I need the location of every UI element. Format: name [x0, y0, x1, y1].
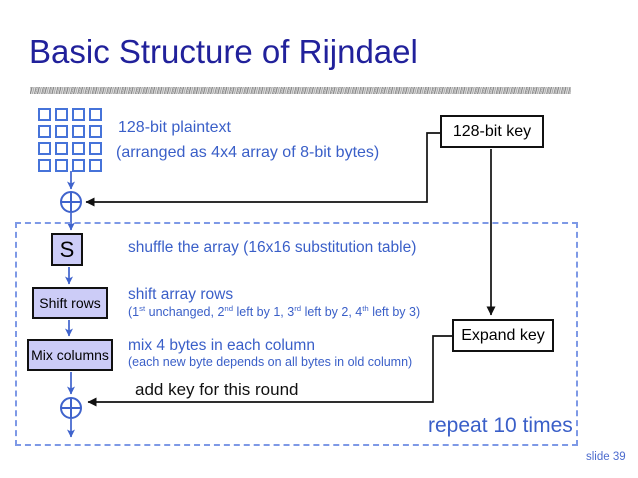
- shift-rows-detail: (1st unchanged, 2nd left by 1, 3rd left …: [128, 304, 421, 320]
- s-box: S: [51, 233, 83, 266]
- byte-cell: [89, 108, 102, 121]
- byte-cell: [55, 159, 68, 172]
- xor-icon-top: [60, 191, 82, 213]
- sbox-description: shuffle the array (16x16 substitution ta…: [128, 239, 417, 256]
- repeat-label: repeat 10 times: [428, 414, 573, 437]
- slide-number: slide 39: [586, 451, 626, 463]
- expand-key-box: Expand key: [452, 319, 554, 352]
- shift-rows-description: shift array rows: [128, 286, 234, 303]
- byte-cell: [55, 125, 68, 138]
- round-loop-region: [15, 222, 578, 446]
- byte-cell: [38, 125, 51, 138]
- mix-columns-box: Mix columns: [27, 339, 113, 371]
- byte-cell: [38, 142, 51, 155]
- byte-cell: [89, 125, 102, 138]
- byte-cell: [72, 142, 85, 155]
- shift-rows-box: Shift rows: [32, 287, 108, 319]
- plaintext-byte-grid-icon: [38, 108, 102, 172]
- arrow-key-to-xor: [85, 132, 440, 207]
- key-box: 128-bit key: [440, 115, 544, 148]
- byte-cell: [89, 142, 102, 155]
- byte-cell: [72, 108, 85, 121]
- byte-cell: [89, 159, 102, 172]
- mix-columns-detail: (each new byte depends on all bytes in o…: [128, 355, 413, 369]
- byte-cell: [72, 159, 85, 172]
- page-title: Basic Structure of Rijndael: [29, 33, 418, 70]
- byte-cell: [55, 108, 68, 121]
- byte-cell: [55, 142, 68, 155]
- arrow-expandkey-to-xor: [87, 335, 452, 407]
- mix-columns-description: mix 4 bytes in each column: [128, 337, 315, 354]
- byte-cell: [72, 125, 85, 138]
- decorative-divider: [30, 87, 571, 94]
- add-key-label: add key for this round: [135, 380, 299, 399]
- byte-cell: [38, 159, 51, 172]
- xor-icon-bottom: [60, 397, 82, 419]
- plaintext-label: 128-bit plaintext: [118, 119, 231, 136]
- plaintext-sub-label: (arranged as 4x4 array of 8-bit bytes): [116, 144, 380, 161]
- byte-cell: [38, 108, 51, 121]
